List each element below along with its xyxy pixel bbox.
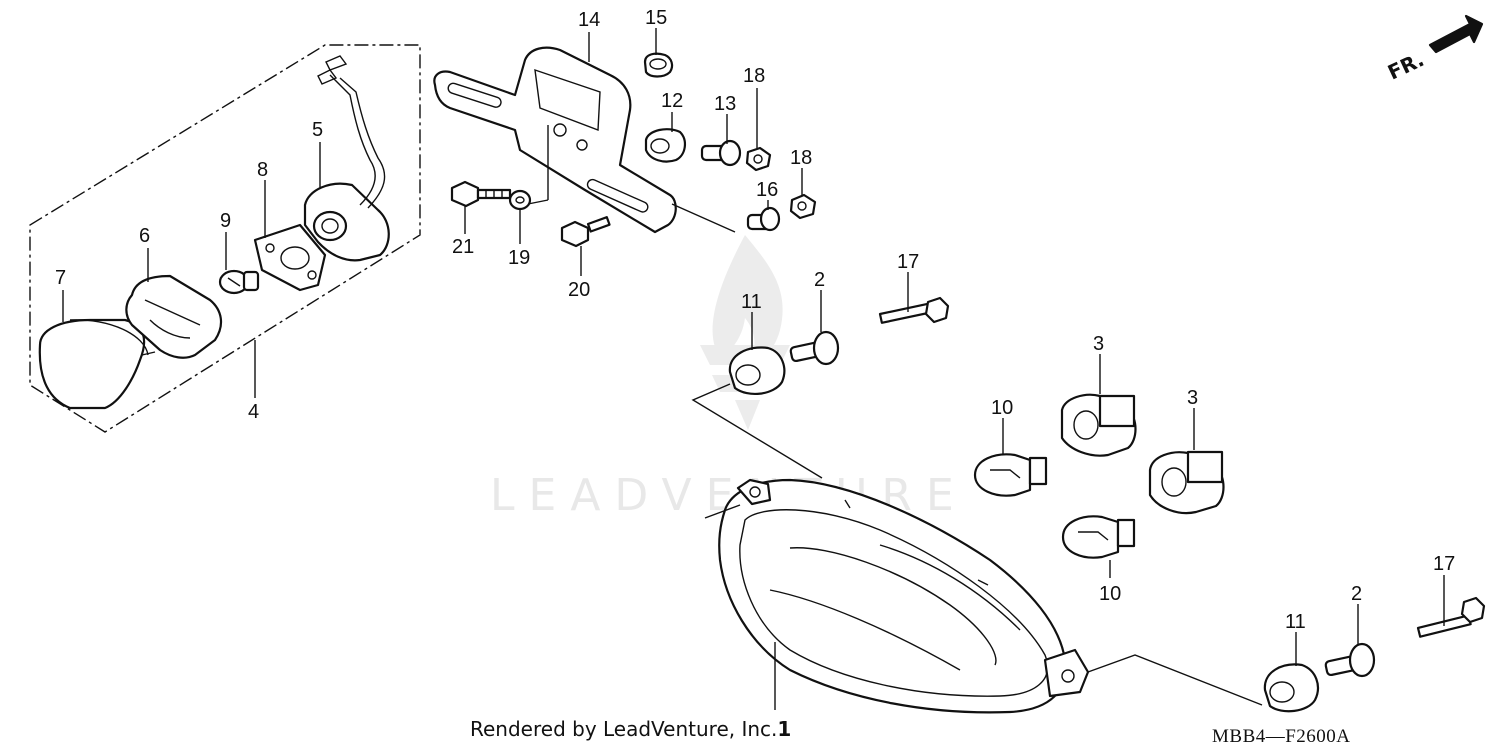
bulb-socket-3-left [1060, 393, 1137, 457]
leader-mount-upper-to-lamp [691, 383, 823, 479]
callout-labels: 14 15 18 12 13 18 16 5 8 9 6 7 4 21 19 2… [55, 7, 1455, 633]
callout-11-upper: 11 [741, 291, 762, 313]
callout-10-lower: 10 [1099, 583, 1121, 605]
callout-9: 9 [220, 210, 231, 232]
rubber-grommet-11-lower [1263, 663, 1319, 713]
callout-20: 20 [568, 279, 590, 301]
callout-6: 6 [139, 225, 150, 247]
license-light-gasket [253, 223, 327, 292]
flame-logo-icon [700, 235, 790, 430]
grommet-15 [643, 52, 674, 78]
front-arrow-icon [1428, 14, 1484, 54]
bolt-21 [450, 180, 512, 208]
nut-18-upper [745, 146, 772, 172]
front-direction-indicator: FR. [1384, 14, 1484, 85]
callout-18-upper: 18 [743, 65, 765, 87]
diagram-code: MBB4—F2600A [1212, 726, 1351, 747]
render-credit: Rendered by LeadVenture, Inc.1 [470, 717, 791, 741]
license-light-assembly [29, 44, 421, 433]
callout-15: 15 [645, 7, 667, 29]
license-light-bulb [218, 269, 260, 295]
callout-17-upper: 17 [897, 251, 919, 273]
tail-light-unit [718, 478, 1090, 714]
callout-7: 7 [55, 267, 66, 289]
washer-19 [508, 189, 532, 211]
callout-16: 16 [756, 179, 778, 201]
collar-13 [700, 139, 742, 167]
front-direction-label: FR. [1384, 47, 1428, 84]
license-light-housing [303, 55, 390, 262]
callout-2-upper: 2 [814, 269, 825, 291]
callout-3-right: 3 [1187, 387, 1198, 409]
callout-13: 13 [714, 93, 736, 115]
bolt-20 [560, 216, 611, 248]
leader-lamp-to-mount-lower [1087, 654, 1263, 706]
bulb-socket-3-right [1148, 450, 1225, 515]
callout-17-lower: 17 [1433, 553, 1455, 575]
callout-1: 1 [777, 717, 791, 741]
callout-4: 4 [248, 401, 259, 423]
callout-14: 14 [578, 9, 600, 31]
collar-2-lower [1324, 642, 1376, 678]
bolt-17-lower [1416, 596, 1486, 638]
assembly-outline [29, 44, 421, 433]
leader-bracket-19b [527, 199, 549, 205]
collar-16 [746, 206, 781, 232]
callout-8: 8 [257, 159, 268, 181]
leader-lamp-to-mount-upper [704, 504, 741, 519]
callout-5: 5 [312, 119, 323, 141]
callout-19: 19 [508, 247, 530, 269]
callout-12: 12 [661, 90, 683, 112]
leader-bracket-16 [671, 203, 736, 233]
bolt-17-upper [878, 296, 950, 324]
callout-11-lower: 11 [1285, 611, 1306, 633]
callout-21: 21 [452, 236, 474, 258]
license-bracket [433, 46, 677, 234]
callout-10-upper: 10 [991, 397, 1013, 419]
grommet-12 [644, 128, 686, 163]
bulb-10-lower [1061, 515, 1136, 559]
collar-2-upper [789, 330, 840, 366]
callout-18-lower: 18 [790, 147, 812, 169]
diagram-footer: Rendered by LeadVenture, Inc.1 MBB4—F260… [470, 717, 1351, 747]
bulb-10-upper [973, 453, 1048, 497]
license-light-lens [38, 318, 156, 410]
callout-3-left: 3 [1093, 333, 1104, 355]
nut-18-lower [789, 193, 817, 220]
license-light-cover [125, 274, 223, 359]
rubber-grommet-11-upper [728, 346, 786, 396]
callout-2-lower: 2 [1351, 583, 1362, 605]
watermark: LEADVENTURE [490, 235, 954, 521]
